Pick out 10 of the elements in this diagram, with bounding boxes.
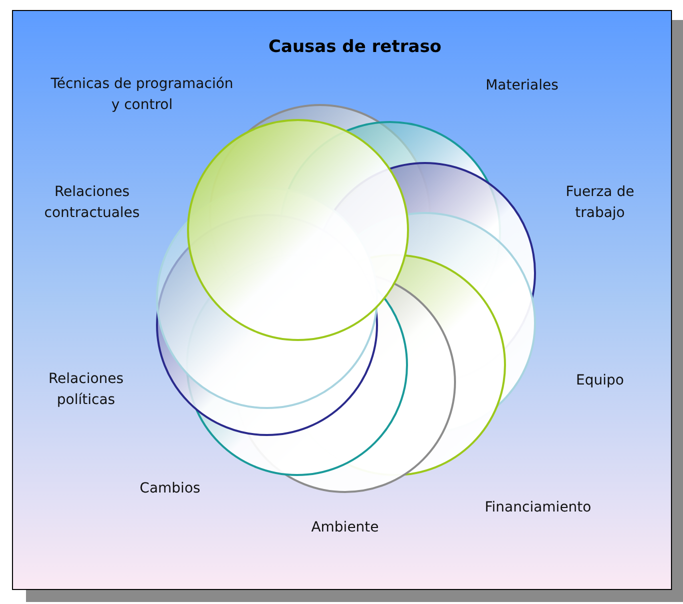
diagram-title: Causas de retraso	[268, 37, 442, 57]
cause-label: Financiamiento	[484, 498, 592, 518]
cause-label: Equipo	[575, 372, 625, 390]
cause-label: Ambiente	[310, 518, 380, 538]
cause-label: Relaciones políticas	[47, 370, 125, 410]
cause-label: Técnicas de programación y control	[50, 75, 234, 115]
cause-label: Relaciones contractuales	[43, 183, 141, 223]
cause-label: Materiales	[484, 76, 560, 96]
cause-label: Fuerza de trabajo	[564, 183, 636, 223]
cause-label: Cambios	[138, 480, 202, 498]
